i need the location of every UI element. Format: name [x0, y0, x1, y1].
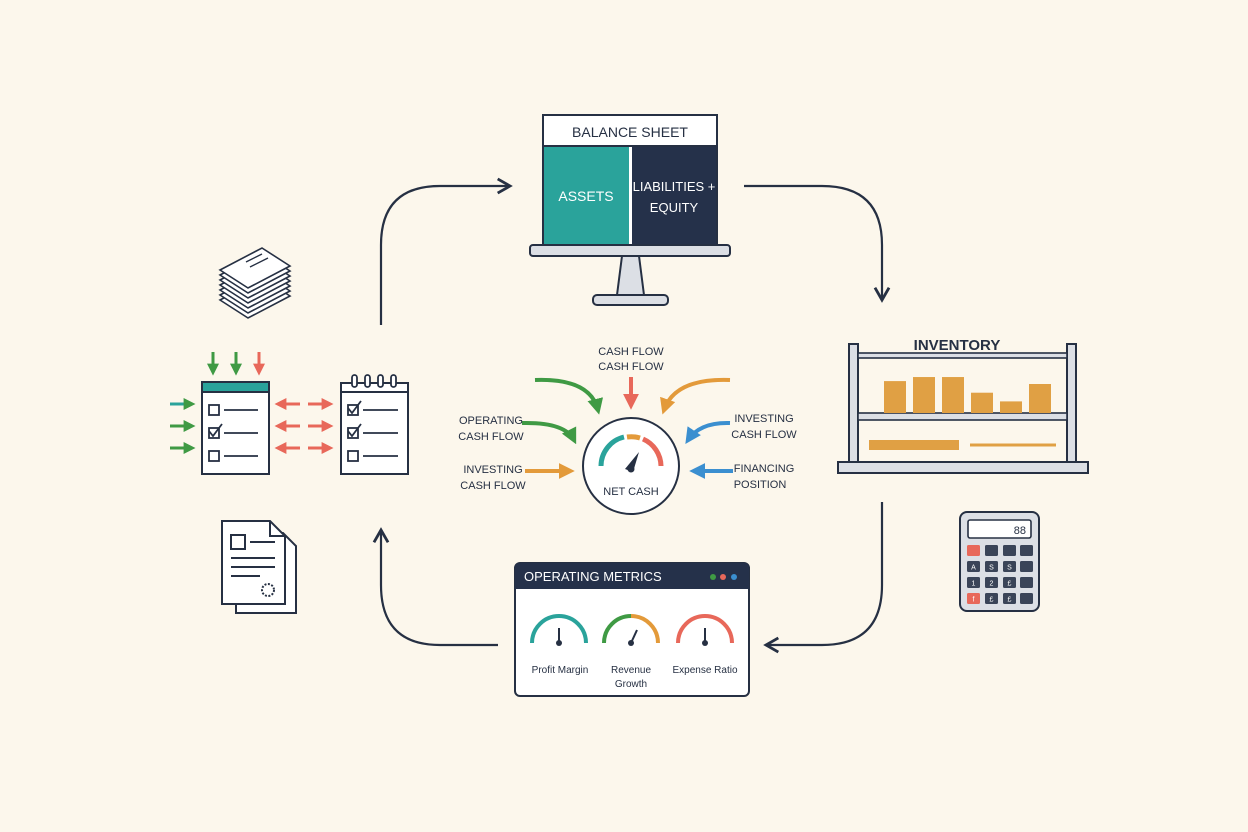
liabilities-equity-panel [632, 147, 716, 244]
gauge-label-expense-ratio: Expense Ratio [672, 665, 737, 676]
certificate-document-icon [221, 520, 297, 614]
calculator-key-label: f [973, 597, 975, 604]
label-left-top-line1: OPERATING [459, 415, 523, 427]
label-left-bottom-line1: INVESTING [463, 464, 522, 476]
label-right-top-line1: INVESTING [734, 413, 793, 425]
gauge-expense-ratio [676, 614, 734, 646]
inventory-bar [1029, 384, 1051, 413]
assets-label: ASSETS [558, 188, 613, 204]
calculator-key [967, 577, 980, 588]
calculator-key [985, 545, 998, 556]
calculator-key [985, 561, 998, 572]
label-right-bottom-line2: POSITION [734, 479, 787, 491]
calculator-key-label: 2 [990, 581, 994, 588]
inventory-bar [1000, 401, 1022, 413]
inventory-title: INVENTORY [914, 337, 1001, 354]
cycle-arrows [372, 177, 891, 654]
gauge-revenue-growth [602, 614, 660, 646]
window-dot-red [720, 574, 726, 580]
gauge-label-revenue-line1: Revenue [611, 665, 651, 676]
arrow-inventory-to-metrics [763, 502, 884, 654]
calculator-key-label: S [989, 565, 994, 572]
calculator-key [1003, 577, 1016, 588]
net-cash-label: NET CASH [603, 486, 658, 498]
calculator-key [1003, 593, 1016, 604]
calculator-key [967, 545, 980, 556]
inventory-bar [971, 392, 993, 413]
liabilities-label-line1: LIABILITIES + [633, 179, 716, 194]
calculator-key-label: S [1007, 565, 1012, 572]
label-top-line2: CASH FLOW [598, 361, 664, 373]
calculator-key-label: A [971, 565, 976, 572]
inventory-bars [884, 377, 1051, 413]
calculator-key [1020, 545, 1033, 556]
inventory-shelf: INVENTORY [837, 337, 1089, 474]
arrow-left-green [521, 420, 577, 445]
net-cash-input-labels: CASH FLOW CASH FLOW OPERATING CASH FLOW … [458, 346, 797, 492]
calculator-key-label: 1 [972, 581, 976, 588]
checklist-icon [170, 352, 334, 475]
arrow-top-left-green [534, 377, 604, 415]
calculator-key [1003, 561, 1016, 572]
label-left-bottom-line2: CASH FLOW [460, 480, 526, 492]
calculator-icon: 88 A S S 1 2 £ f £ £ [959, 511, 1040, 612]
arrow-top-right-orange [660, 377, 731, 415]
gauge-label-revenue-line2: Growth [615, 679, 647, 690]
calculator-key [967, 561, 980, 572]
label-right-bottom-line1: FINANCING [734, 463, 795, 475]
calculator-key [1003, 545, 1016, 556]
gauge-profit-margin [530, 614, 588, 646]
assets-panel [544, 147, 629, 244]
calculator-key-label: £ [1008, 581, 1012, 588]
net-cash-hub: NET CASH [582, 417, 680, 515]
operating-metrics-panel: OPERATING METRICS Profit Margin Revenue … [514, 562, 750, 697]
label-right-top-line2: CASH FLOW [731, 429, 797, 441]
net-cash-input-arrows [521, 377, 733, 479]
label-top-line1: CASH FLOW [598, 346, 664, 358]
net-cash-gauge-orange [626, 434, 641, 441]
calculator-key [1020, 561, 1033, 572]
calculator-key [1020, 577, 1033, 588]
inventory-bar [913, 377, 935, 413]
arrow-balance-sheet-to-inventory [744, 184, 891, 303]
operating-metrics-title: OPERATING METRICS [524, 569, 662, 584]
calculator-key [985, 593, 998, 604]
monitor-icon [615, 255, 646, 296]
inventory-pallet [869, 440, 959, 450]
calculator-key [985, 577, 998, 588]
calculator-keypad: A S S 1 2 £ f £ £ [967, 545, 1033, 604]
net-cash-gauge-red [641, 436, 664, 467]
label-left-top-line2: CASH FLOW [458, 431, 524, 443]
calculator-key-label: £ [1008, 597, 1012, 604]
inventory-bar [942, 377, 964, 413]
liabilities-label-line2: EQUITY [650, 200, 699, 215]
arrow-documents-to-balance-sheet [379, 177, 513, 325]
calculator-key [1020, 593, 1033, 604]
balance-sheet-monitor: BALANCE SHEET ASSETS LIABILITIES + EQUIT… [529, 114, 731, 306]
inventory-bar [884, 381, 906, 413]
window-dot-blue [731, 574, 737, 580]
document-stack-icon [218, 247, 292, 319]
balance-sheet-title: BALANCE SHEET [572, 124, 688, 140]
notepad-icon [340, 374, 409, 475]
arrow-right-blue-top [685, 420, 731, 444]
net-cash-gauge-teal [598, 434, 625, 467]
calculator-display: 88 [1014, 525, 1026, 537]
arrow-metrics-to-documents [372, 527, 498, 647]
gauge-label-profit-margin: Profit Margin [532, 665, 589, 676]
calculator-key [967, 593, 980, 604]
window-dot-green [710, 574, 716, 580]
calculator-key-label: £ [990, 597, 994, 604]
